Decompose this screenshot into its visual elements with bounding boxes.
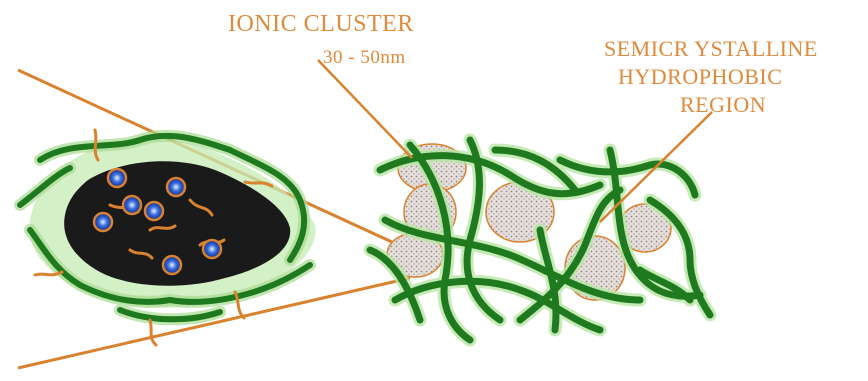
semicrystalline-label-line3: REGION — [680, 94, 766, 116]
ion — [163, 256, 181, 274]
ion — [203, 240, 221, 258]
polymer-network — [370, 140, 710, 340]
ion — [123, 196, 141, 214]
cluster-size-label: 30 - 50nm — [323, 48, 406, 67]
semicrystalline-label-line1: SEMICR YSTALLINE — [604, 38, 818, 60]
ionic-cluster-pointer — [318, 60, 412, 158]
ion — [108, 169, 126, 187]
ionic-cluster-label: IONIC CLUSTER — [228, 12, 414, 36]
ionic-cluster-detail — [20, 130, 316, 345]
ion — [94, 213, 112, 231]
ion — [145, 202, 163, 220]
semicrystalline-label-line2: HYDROPHOBIC — [618, 66, 782, 88]
ion — [167, 178, 185, 196]
